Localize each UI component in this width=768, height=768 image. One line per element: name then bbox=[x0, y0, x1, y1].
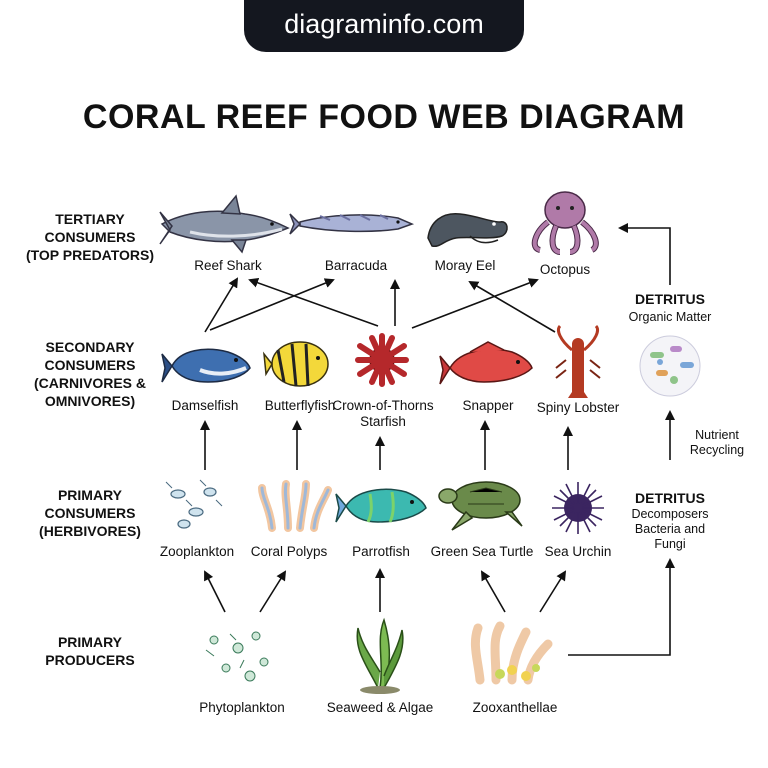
label-line: Fungi bbox=[654, 537, 686, 551]
label-crown-of-thorns: Crown-of-Thorns Starfish bbox=[318, 398, 448, 430]
label-reef-shark: Reef Shark bbox=[194, 258, 262, 273]
level-line: PRODUCERS bbox=[45, 652, 135, 668]
level-line: (HERBIVORES) bbox=[39, 523, 141, 539]
label-line: Nutrient bbox=[695, 428, 739, 442]
label-spiny-lobster: Spiny Lobster bbox=[536, 400, 620, 415]
organic-matter-illustration bbox=[639, 335, 701, 397]
moray-eel-illustration bbox=[427, 213, 508, 248]
zooplankton-illustration bbox=[165, 479, 223, 529]
label-line: Recycling bbox=[689, 443, 745, 457]
nutrient-recycling-label: Nutrient Recycling bbox=[652, 428, 768, 458]
level-line: SECONDARY bbox=[45, 339, 135, 355]
reef-shark-illustration bbox=[159, 194, 290, 254]
label-green-sea-turtle: Green Sea Turtle bbox=[430, 544, 534, 559]
level-line: CONSUMERS bbox=[44, 505, 136, 521]
label-moray-eel: Moray Eel bbox=[434, 258, 496, 273]
seaweed-algae-illustration bbox=[356, 617, 404, 694]
zooxanthellae-illustration bbox=[470, 621, 553, 685]
coral-polyps-illustration bbox=[258, 480, 332, 532]
label-butterflyfish: Butterflyfish bbox=[264, 398, 336, 413]
label-line: Decomposers bbox=[631, 507, 709, 521]
label-seaweed-algae: Seaweed & Algae bbox=[326, 700, 434, 715]
arrow bbox=[618, 223, 671, 285]
label-phytoplankton: Phytoplankton bbox=[199, 700, 285, 715]
food-web-arrows bbox=[200, 223, 675, 656]
octopus-illustration bbox=[531, 191, 599, 255]
label-coral-polyps: Coral Polyps bbox=[250, 544, 328, 559]
arrow bbox=[481, 570, 506, 613]
damselfish-illustration bbox=[161, 348, 251, 383]
level-primary-producers: PRIMARY PRODUCERS bbox=[10, 633, 170, 669]
barracuda-illustration bbox=[289, 213, 415, 235]
arrow bbox=[539, 570, 567, 613]
level-line: (CARNIVORES & bbox=[33, 375, 146, 391]
detritus-bottom-subtitle: Decomposers Bacteria and Fungi bbox=[605, 507, 735, 552]
detritus-top-title: DETRITUS bbox=[635, 291, 705, 307]
arrow bbox=[209, 278, 335, 331]
arrow bbox=[204, 570, 226, 613]
arrow bbox=[259, 570, 287, 613]
label-line: Starfish bbox=[360, 414, 406, 429]
level-line: CONSUMERS bbox=[44, 229, 136, 245]
green-sea-turtle-illustration bbox=[438, 481, 523, 531]
label-parrotfish: Parrotfish bbox=[352, 544, 410, 559]
level-tertiary-consumers: TERTIARY CONSUMERS (TOP PREDATORS) bbox=[10, 210, 170, 264]
label-zooplankton: Zooplankton bbox=[159, 544, 235, 559]
arrow bbox=[468, 280, 556, 333]
label-octopus: Octopus bbox=[539, 262, 591, 277]
label-barracuda: Barracuda bbox=[324, 258, 388, 273]
level-line: TERTIARY bbox=[55, 211, 125, 227]
snapper-illustration bbox=[439, 341, 533, 385]
level-line: PRIMARY bbox=[57, 487, 123, 503]
detritus-top-subtitle: Organic Matter bbox=[628, 310, 712, 324]
site-banner: diagraminfo.com bbox=[244, 0, 524, 52]
label-damselfish: Damselfish bbox=[171, 398, 239, 413]
arrow bbox=[411, 278, 539, 329]
label-snapper: Snapper bbox=[462, 398, 514, 413]
arrow bbox=[568, 558, 675, 656]
label-sea-urchin: Sea Urchin bbox=[544, 544, 612, 559]
level-line: PRIMARY bbox=[57, 634, 123, 650]
spiny-lobster-illustration bbox=[555, 324, 601, 398]
arrow bbox=[248, 278, 379, 327]
label-zooxanthellae: Zooxanthellae bbox=[472, 700, 558, 715]
detritus-bottom-title: DETRITUS bbox=[635, 490, 705, 506]
butterflyfish-illustration bbox=[263, 341, 329, 387]
label-line: Crown-of-Thorns bbox=[332, 398, 434, 413]
level-line: OMNIVORES) bbox=[44, 393, 136, 409]
phytoplankton-illustration bbox=[205, 631, 269, 682]
label-line: Bacteria and bbox=[634, 522, 706, 536]
level-line: CONSUMERS bbox=[44, 357, 136, 373]
arrow bbox=[204, 277, 239, 333]
level-line: (TOP PREDATORS) bbox=[25, 247, 155, 263]
site-name: diagraminfo.com bbox=[284, 9, 484, 39]
diagram-title: CORAL REEF FOOD WEB DIAGRAM bbox=[82, 98, 686, 136]
sea-urchin-illustration bbox=[552, 482, 604, 534]
crown-of-thorns-starfish-illustration bbox=[355, 333, 409, 387]
level-secondary-consumers: SECONDARY CONSUMERS (CARNIVORES & OMNIVO… bbox=[10, 338, 170, 410]
parrotfish-illustration bbox=[335, 488, 427, 523]
level-primary-consumers: PRIMARY CONSUMERS (HERBIVORES) bbox=[10, 486, 170, 540]
